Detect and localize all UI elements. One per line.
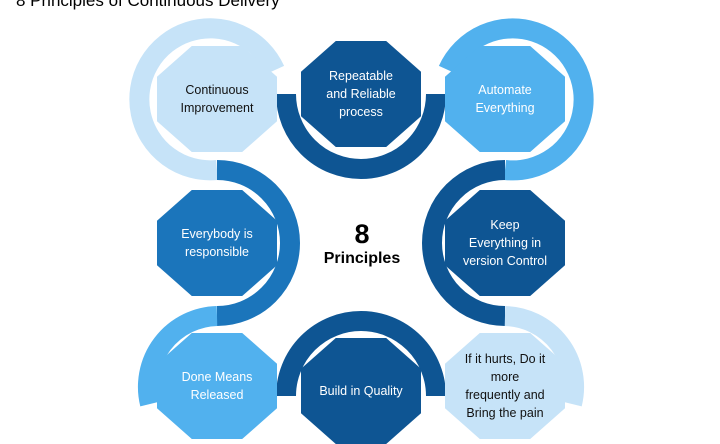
center-number: 8 [354, 219, 370, 249]
ring-version-control [422, 160, 506, 326]
center-badge: 8 Principles [316, 212, 408, 276]
ring-repeatable-reliable [276, 93, 446, 179]
page-title: 8 Principles of Continuous Delivery [16, 0, 280, 10]
principle-build-in-quality: Build in Quality [301, 338, 421, 444]
principle-done-means-released: Done Means Released [157, 333, 277, 439]
center-label: Principles [323, 250, 401, 267]
ring-continuous-improvement [129, 18, 285, 181]
principle-label: Done Means Released [181, 370, 253, 402]
principle-label: Build in Quality [319, 384, 403, 398]
principle-repeatable-reliable-process: Repeatable and Reliable process [301, 41, 421, 147]
principle-if-it-hurts: If it hurts, Do it more frequently and B… [445, 333, 565, 439]
principle-label: Keep Everything in version Control [462, 218, 548, 268]
principle-version-control: Keep Everything in version Control [445, 190, 565, 296]
ring-if-it-hurts [504, 306, 585, 407]
ring-automate-everything [438, 18, 594, 181]
principle-label: Repeatable and Reliable process [326, 69, 396, 119]
principle-everybody-responsible: Everybody is responsible [157, 190, 277, 296]
principle-continuous-improvement: Continuous Improvement [157, 46, 277, 152]
principle-label: Continuous Improvement [180, 83, 254, 115]
principle-label: If it hurts, Do it more frequently and B… [464, 352, 546, 420]
ring-everybody-responsible [216, 160, 300, 326]
ring-done-means-released [137, 306, 218, 407]
ring-build-in-quality [276, 311, 446, 397]
principle-automate-everything: Automate Everything [445, 46, 565, 152]
connector-rings [129, 18, 594, 407]
principle-label: Everybody is responsible [181, 227, 253, 259]
principle-label: Automate Everything [475, 83, 535, 115]
